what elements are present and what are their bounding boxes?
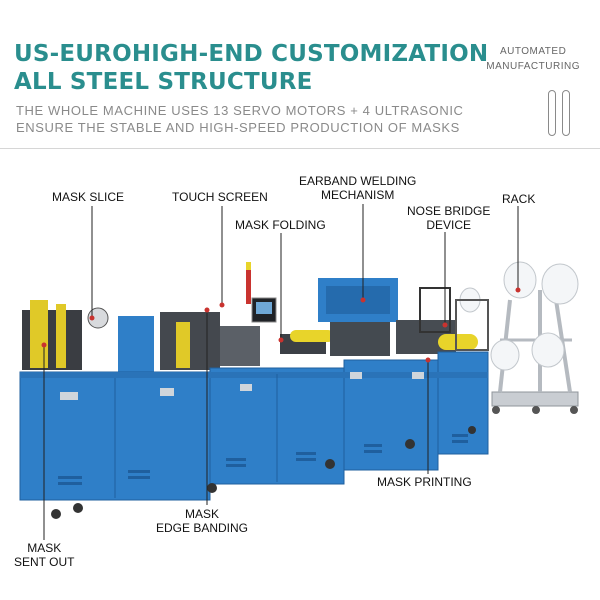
tag-line-1: AUTOMATED [499, 46, 567, 57]
callout-earband-line-1: EARBAND WELDING [299, 174, 417, 188]
tag-line-2: MANUFACTURING [486, 61, 580, 72]
callout-rack: RACK [502, 192, 535, 206]
callout-mask-edge-banding: MASK EDGE BANDING [156, 507, 248, 535]
callout-sent-line-1: MASK [27, 541, 62, 555]
callout-nose-line-1: NOSE BRIDGE [407, 204, 491, 218]
decorative-pill-icon [548, 90, 556, 136]
headline: US-EUROHIGH-END CUSTOMIZATION ALL STEEL … [14, 40, 488, 96]
callout-nose-line-2: DEVICE [426, 218, 472, 232]
rack [459, 261, 579, 414]
callout-mask-printing: MASK PRINTING [377, 475, 472, 489]
decorative-pill-icon [562, 90, 570, 136]
upper-mechanisms [22, 262, 489, 372]
subheadline-line-2: ENSURE THE STABLE AND HIGH-SPEED PRODUCT… [16, 120, 460, 135]
callout-mask-folding-label: MASK FOLDING [235, 218, 326, 232]
automated-manufacturing-tag: AUTOMATED MANUFACTURING [486, 44, 580, 74]
headline-line-1: US-EUROHIGH-END CUSTOMIZATION [14, 41, 489, 67]
headline-line-2: ALL STEEL STRUCTURE [14, 69, 313, 95]
blue-cabinets [19, 351, 489, 519]
callout-mask-slice: MASK SLICE [52, 190, 124, 204]
callout-touch-screen-label: TOUCH SCREEN [172, 190, 268, 204]
leader-lines [43, 204, 519, 540]
callout-mask-sent-out: MASK SENT OUT [14, 541, 74, 569]
callout-mask-folding: MASK FOLDING [235, 218, 326, 232]
callout-mask-slice-label: MASK SLICE [52, 190, 125, 204]
callout-edge-line-2: EDGE BANDING [156, 521, 249, 535]
subheadline: THE WHOLE MACHINE USES 13 SERVO MOTORS +… [16, 102, 464, 136]
callout-nose-bridge: NOSE BRIDGE DEVICE [407, 204, 490, 232]
callout-sent-line-2: SENT OUT [14, 555, 75, 569]
callout-edge-line-1: MASK [185, 507, 220, 521]
callout-earband-line-2: MECHANISM [321, 188, 395, 202]
callout-mask-printing-label: MASK PRINTING [377, 475, 472, 489]
header-divider [0, 148, 600, 149]
callout-rack-label: RACK [502, 192, 536, 206]
leader-markers [41, 287, 521, 363]
callout-earband-welding: EARBAND WELDING MECHANISM [299, 174, 416, 202]
callout-touch-screen: TOUCH SCREEN [172, 190, 268, 204]
subheadline-line-1: THE WHOLE MACHINE USES 13 SERVO MOTORS +… [16, 103, 464, 118]
